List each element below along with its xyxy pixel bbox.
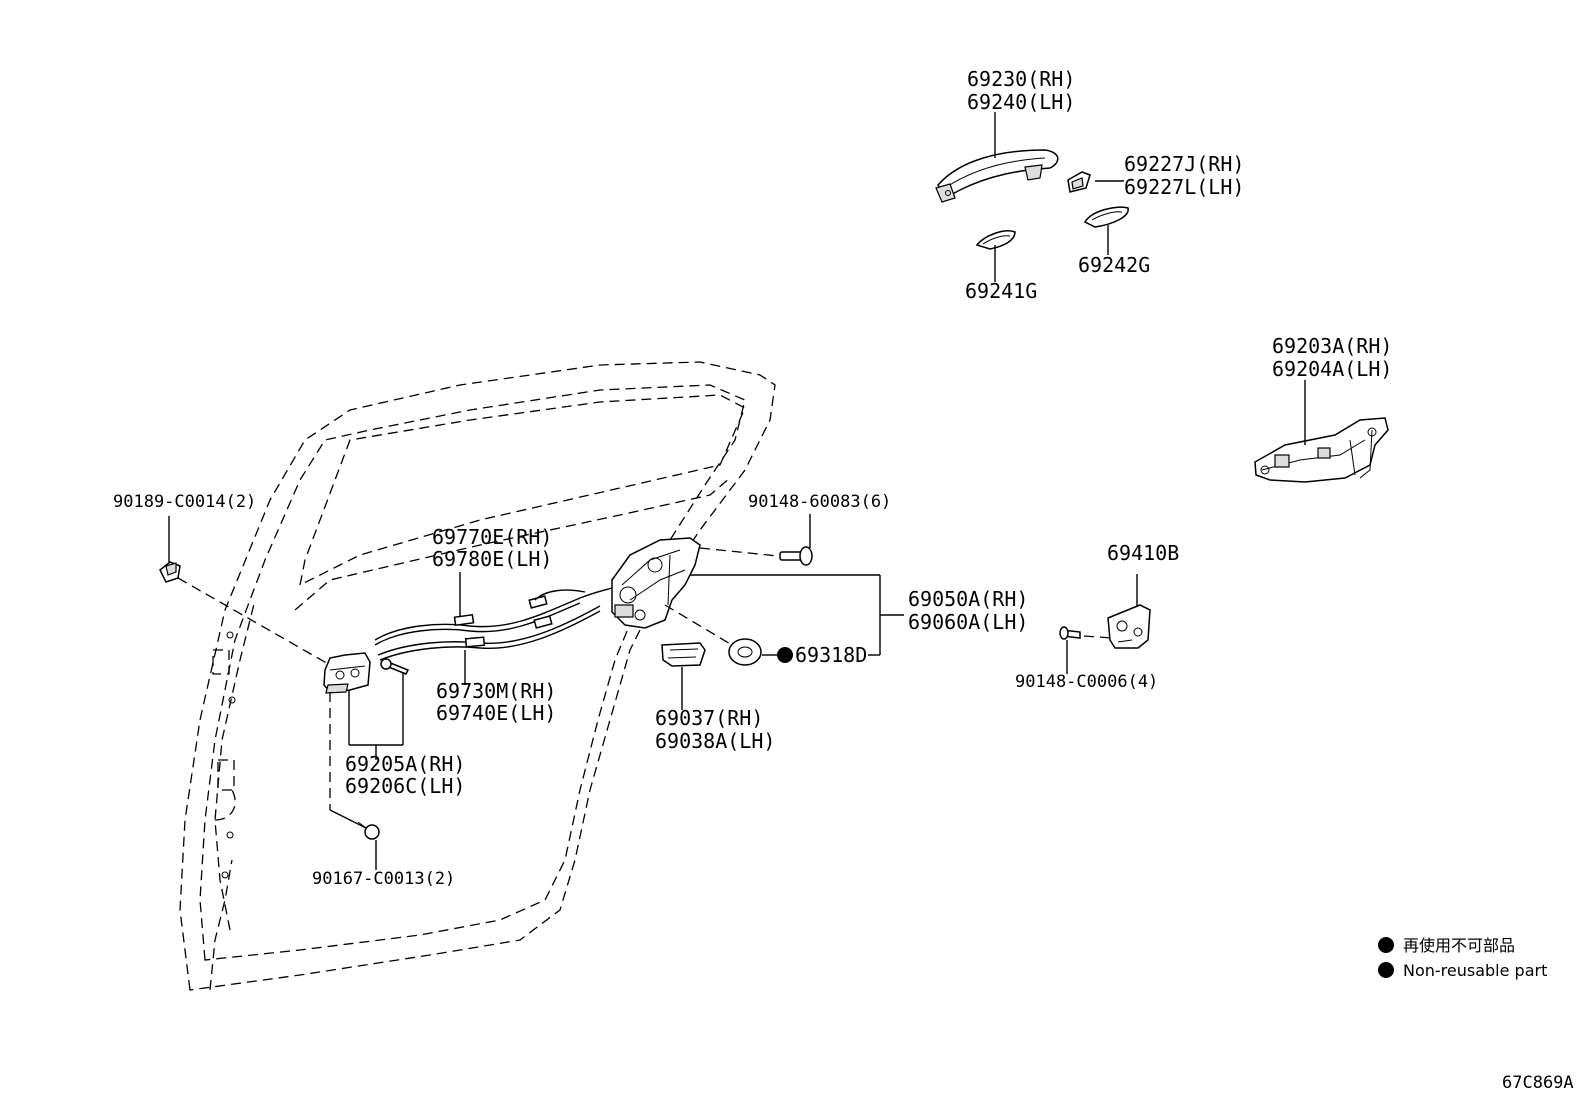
label-69037: 69037(RH): [655, 706, 763, 730]
label-69770E: 69770E(RH): [432, 525, 552, 549]
legend-marker-icon: [1378, 962, 1394, 978]
door-outline: [179, 361, 776, 991]
handle-cap: [1067, 171, 1091, 193]
label-69410B: 69410B: [1107, 541, 1179, 565]
label-69038A: 69038A(LH): [655, 729, 775, 753]
diagram-code: 67C869A: [1502, 1073, 1574, 1093]
label-69241G: 69241G: [965, 279, 1037, 303]
label-90148-60083: 90148-60083(6): [748, 492, 891, 512]
label-90148-C0006: 90148-C0006(4): [1015, 672, 1158, 692]
label-69227L: 69227L(LH): [1124, 175, 1244, 199]
label-69206C: 69206C(LH): [345, 774, 465, 798]
label-90189: 90189-C0014(2): [113, 492, 256, 512]
label-69205A: 69205A(RH): [345, 752, 465, 776]
part-labels: 69230(RH) 69240(LH) 69227J(RH) 69227L(LH…: [113, 67, 1392, 889]
legend: 再使用不可部品 Non-reusable part: [1378, 936, 1547, 980]
label-69060A: 69060A(LH): [908, 610, 1028, 634]
label-69227J: 69227J(RH): [1124, 152, 1244, 176]
cables: [374, 587, 613, 661]
label-69730M: 69730M(RH): [436, 679, 556, 703]
label-69230: 69230(RH): [967, 67, 1075, 91]
non-reusable-marker-icon: [777, 647, 793, 663]
label-69740E: 69740E(LH): [436, 701, 556, 725]
fasteners: [159, 546, 1151, 840]
legend-text-ja: 再使用不可部品: [1403, 936, 1515, 955]
legend-marker-icon: [1378, 937, 1394, 953]
legend-text-en: Non-reusable part: [1403, 961, 1547, 980]
handle-pad-front: [975, 230, 1016, 250]
door-lock-assembly: [611, 537, 701, 629]
door-latch: [323, 652, 371, 694]
label-69318D: 69318D: [795, 643, 867, 667]
label-69203A: 69203A(RH): [1272, 334, 1392, 358]
label-90167: 90167-C0013(2): [312, 869, 455, 889]
handle-frame: [1254, 417, 1389, 483]
label-69050A: 69050A(RH): [908, 587, 1028, 611]
leader-lines: [168, 112, 1306, 870]
outside-handle: [935, 149, 1059, 203]
label-69242G: 69242G: [1078, 253, 1150, 277]
label-69204A: 69204A(LH): [1272, 357, 1392, 381]
label-69240: 69240(LH): [967, 90, 1075, 114]
label-69780E: 69780E(LH): [432, 547, 552, 571]
handle-pad-rear: [1083, 206, 1129, 228]
